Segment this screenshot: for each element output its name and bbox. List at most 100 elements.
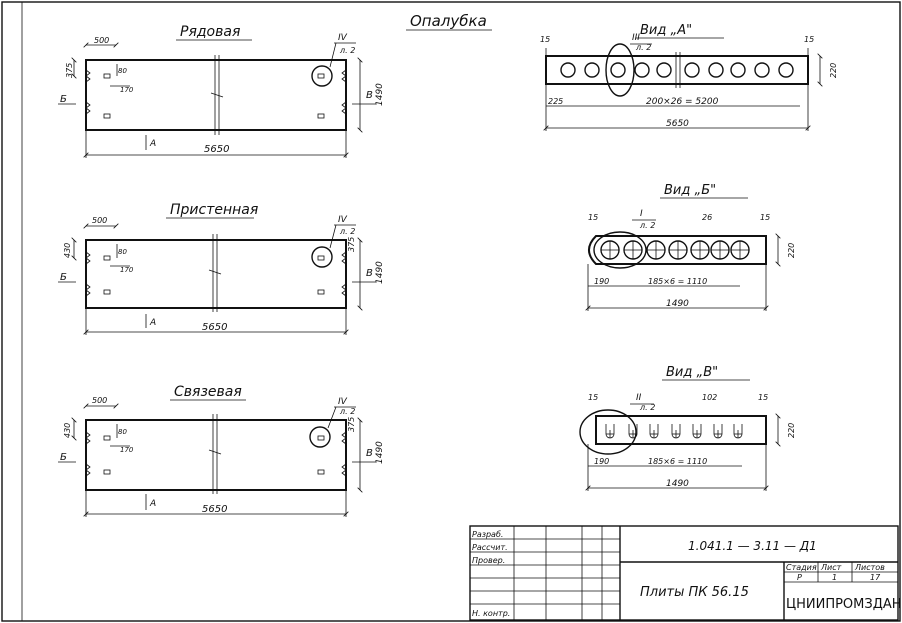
svg-text:15: 15 — [760, 213, 770, 222]
svg-text:80: 80 — [118, 428, 127, 436]
svg-text:л. 2: л. 2 — [339, 407, 355, 416]
core-hole — [656, 62, 672, 78]
plan-title: Рядовая — [180, 24, 240, 40]
svg-text:15: 15 — [588, 213, 598, 222]
svg-text:15: 15 — [588, 393, 598, 402]
plan-title: Пристенная — [170, 202, 258, 218]
role-calculator: Рассчит. — [472, 543, 508, 552]
svg-text:15: 15 — [758, 393, 768, 402]
svg-text:5650: 5650 — [666, 119, 689, 129]
svg-text:185×6 = 1110: 185×6 = 1110 — [648, 277, 707, 286]
svg-text:III: III — [632, 33, 640, 43]
document-code: 1.041.1 — 3.11 — Д1 — [688, 539, 817, 553]
svg-text:Б: Б — [60, 272, 67, 283]
svg-text:А: А — [149, 139, 156, 149]
svg-text:л. 2: л. 2 — [339, 227, 355, 236]
core-hole — [730, 62, 746, 78]
svg-text:I: I — [640, 209, 643, 219]
view-b-section: Вид „Б" I л. 2 15 15 26 220 190 185×6 = … — [588, 183, 796, 311]
svg-text:102: 102 — [702, 393, 717, 402]
view-title: Вид „Б" — [664, 183, 716, 198]
plan-title: Связевая — [174, 384, 242, 400]
svg-text:220: 220 — [787, 243, 796, 258]
slab-section — [588, 235, 767, 265]
svg-text:1490: 1490 — [666, 479, 689, 489]
svg-text:430: 430 — [63, 423, 72, 438]
svg-text:375: 375 — [65, 63, 74, 78]
svg-text:В: В — [366, 90, 373, 101]
view-title: Вид „В" — [666, 365, 718, 380]
role-developer: Разраб. — [472, 530, 503, 539]
svg-text:185×6 = 1110: 185×6 = 1110 — [648, 457, 707, 466]
core-hole — [634, 62, 650, 78]
svg-text:В: В — [366, 448, 373, 459]
svg-text:500: 500 — [92, 396, 107, 405]
svg-text:А: А — [149, 318, 156, 328]
svg-text:л. 2: л. 2 — [639, 221, 655, 230]
plan-view-pristennaya: Пристенная IV л. 2 500 430 80 170 375 14… — [58, 202, 385, 335]
core-hole — [778, 62, 794, 78]
core-hole — [708, 62, 724, 78]
plan-outline — [85, 419, 347, 491]
node-callout — [593, 231, 647, 269]
svg-text:190: 190 — [594, 457, 609, 466]
view-v-section: Вид „В" II л. 2 15 15 102 220 190 185×6 … — [579, 365, 796, 491]
role-checker: Провер. — [472, 556, 505, 565]
sheets-value: 17 — [870, 573, 881, 582]
svg-text:II: II — [636, 393, 642, 403]
core-hole — [560, 62, 576, 78]
svg-text:IV: IV — [338, 215, 348, 225]
role-norm-control: Н. контр. — [472, 609, 510, 618]
svg-text:170: 170 — [120, 266, 134, 274]
title-block: Разраб. Рассчит. Провер. Н. контр. 1.041… — [469, 525, 902, 621]
svg-text:5650: 5650 — [204, 144, 229, 155]
plan-view-ryadovaya: Рядовая IV л. 2 500 375 80 170 1490 Б В … — [58, 24, 385, 158]
sheets-label: Листов — [854, 563, 885, 572]
svg-text:200×26 = 5200: 200×26 = 5200 — [646, 97, 719, 107]
core-hole — [584, 62, 600, 78]
svg-text:500: 500 — [92, 216, 107, 225]
core-hole — [754, 62, 770, 78]
svg-text:15: 15 — [804, 35, 814, 44]
svg-text:5650: 5650 — [202, 322, 227, 333]
hollow-cores — [560, 62, 794, 78]
sheet-value: 1 — [832, 573, 837, 582]
svg-text:375: 375 — [347, 237, 356, 252]
node-callout — [311, 246, 333, 268]
svg-text:170: 170 — [120, 446, 134, 454]
svg-text:80: 80 — [118, 248, 127, 256]
stage-label: Стадия — [786, 563, 817, 572]
svg-text:л. 2: л. 2 — [339, 46, 355, 55]
svg-text:Б: Б — [60, 94, 67, 105]
node-callout — [605, 43, 635, 97]
hollow-cores — [600, 240, 750, 260]
svg-text:1490: 1490 — [375, 83, 385, 106]
svg-text:Б: Б — [60, 452, 67, 463]
svg-text:IV: IV — [338, 397, 348, 407]
svg-text:IV: IV — [338, 33, 348, 43]
plan-outline — [85, 59, 347, 131]
svg-text:1490: 1490 — [375, 441, 385, 464]
plan-view-svyazevaya: Связевая IV л. 2 500 430 80 170 375 1490… — [58, 384, 385, 517]
svg-text:430: 430 — [63, 243, 72, 258]
svg-text:5650: 5650 — [202, 504, 227, 515]
svg-text:1490: 1490 — [375, 261, 385, 284]
svg-text:225: 225 — [548, 97, 563, 106]
organization: ЦНИИПРОМЗДАНИЙ — [786, 596, 902, 612]
svg-text:26: 26 — [702, 213, 712, 222]
svg-text:170: 170 — [120, 86, 134, 94]
core-hole — [610, 62, 626, 78]
node-callout — [579, 409, 637, 455]
hollow-cores — [605, 424, 743, 439]
view-title: Вид „А" — [640, 23, 692, 38]
svg-text:500: 500 — [94, 36, 109, 45]
svg-text:л. 2: л. 2 — [639, 403, 655, 412]
sheet-label: Лист — [820, 563, 842, 572]
svg-text:А: А — [149, 499, 156, 509]
svg-text:В: В — [366, 268, 373, 279]
svg-text:15: 15 — [540, 35, 550, 44]
document-name: Плиты ПК 56.15 — [640, 585, 749, 600]
node-callout — [309, 426, 331, 448]
